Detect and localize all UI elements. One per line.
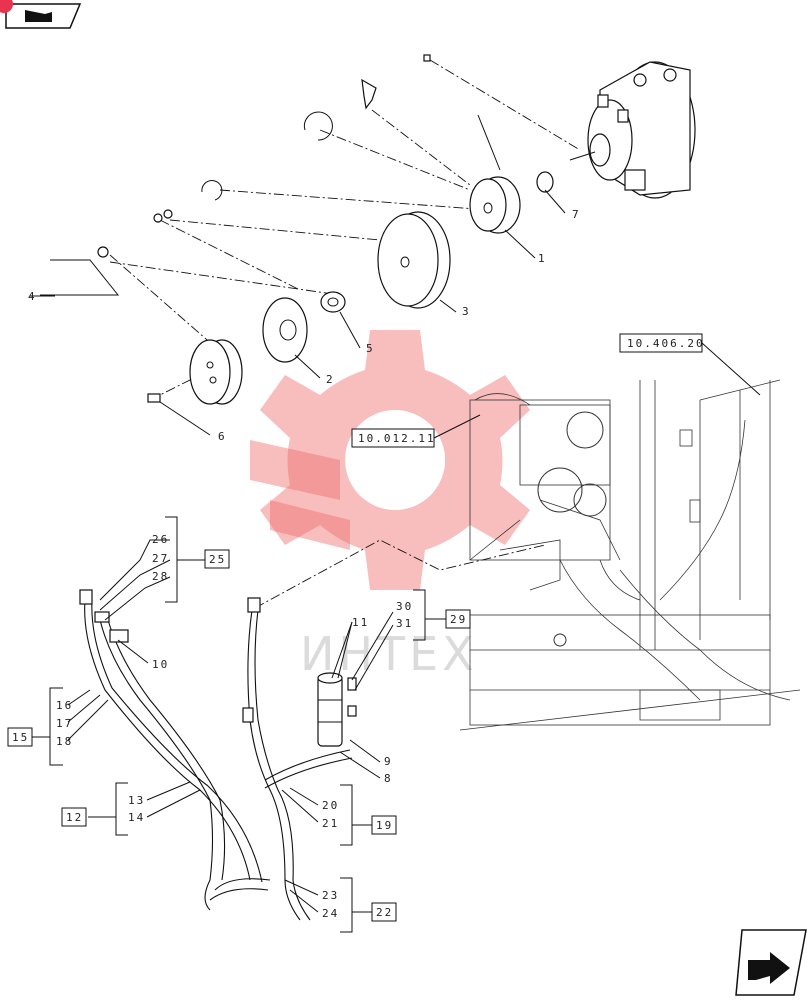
callout-9: 9 (384, 755, 393, 768)
callout-24: 24 (322, 907, 339, 920)
engine-assembly (459, 379, 801, 731)
callout-20: 20 (322, 799, 339, 812)
callout-6: 6 (218, 430, 227, 443)
callout-28: 28 (152, 570, 169, 583)
svg-text:15: 15 (12, 731, 29, 744)
compressor (569, 61, 696, 199)
group-box-19[interactable]: 19 (371, 815, 397, 835)
group-box-15[interactable]: 15 (7, 727, 33, 747)
group-box-22[interactable]: 22 (371, 902, 397, 922)
callout-17: 17 (56, 717, 73, 730)
callout-8: 8 (384, 772, 393, 785)
svg-text:22: 22 (376, 906, 393, 919)
svg-text:29: 29 (450, 613, 467, 626)
back-nav-button[interactable] (0, 0, 82, 29)
callout-11: 11 (352, 616, 369, 629)
pulley (377, 211, 451, 309)
callout-18: 18 (56, 735, 73, 748)
ref-box-10-406-20[interactable]: 10.406.20 (619, 333, 761, 396)
bolt-top (423, 54, 431, 62)
callout-4: 4 (28, 290, 37, 303)
bearing (536, 171, 554, 193)
svg-text:12: 12 (66, 811, 83, 824)
bracket-part (361, 78, 377, 110)
svg-text:10.406.20: 10.406.20 (627, 337, 705, 350)
callout-26: 26 (152, 533, 169, 546)
clutch-plate (262, 297, 308, 363)
snap-ring-large (303, 111, 333, 141)
callout-13: 13 (128, 794, 145, 807)
receiver-drier (317, 672, 357, 747)
hose-assembly (79, 589, 353, 921)
callout-10: 10 (152, 658, 169, 671)
svg-text:25: 25 (209, 553, 226, 566)
svg-text:19: 19 (376, 819, 393, 832)
page-badge (0, 0, 13, 13)
callout-14: 14 (128, 811, 145, 824)
callout-21: 21 (322, 817, 339, 830)
back-arrow-icon (25, 10, 52, 22)
ref-box-10-012-11[interactable]: 10.012.11 (351, 414, 481, 448)
callout-23: 23 (322, 889, 339, 902)
callout-2: 2 (326, 373, 335, 386)
washers (97, 209, 173, 258)
callout-27: 27 (152, 552, 169, 565)
callout-16: 16 (56, 699, 73, 712)
clutch-coil (469, 114, 521, 234)
hub (147, 339, 243, 405)
callout-1: 1 (538, 252, 547, 265)
callout-31: 31 (396, 617, 413, 630)
svg-text:10.012.11: 10.012.11 (358, 432, 436, 445)
group-box-25[interactable]: 25 (204, 549, 230, 569)
next-nav-button[interactable] (735, 929, 807, 996)
group-box-29[interactable]: 29 (445, 609, 471, 629)
group-box-12[interactable]: 12 (61, 807, 87, 827)
next-arrow-icon (748, 952, 790, 984)
callout-5: 5 (366, 342, 375, 355)
callout-30: 30 (396, 600, 413, 613)
shim (320, 291, 346, 313)
callout-7: 7 (572, 208, 581, 221)
watermark-gear (250, 330, 530, 590)
snap-ring-small (201, 180, 223, 201)
callout-3: 3 (462, 305, 471, 318)
